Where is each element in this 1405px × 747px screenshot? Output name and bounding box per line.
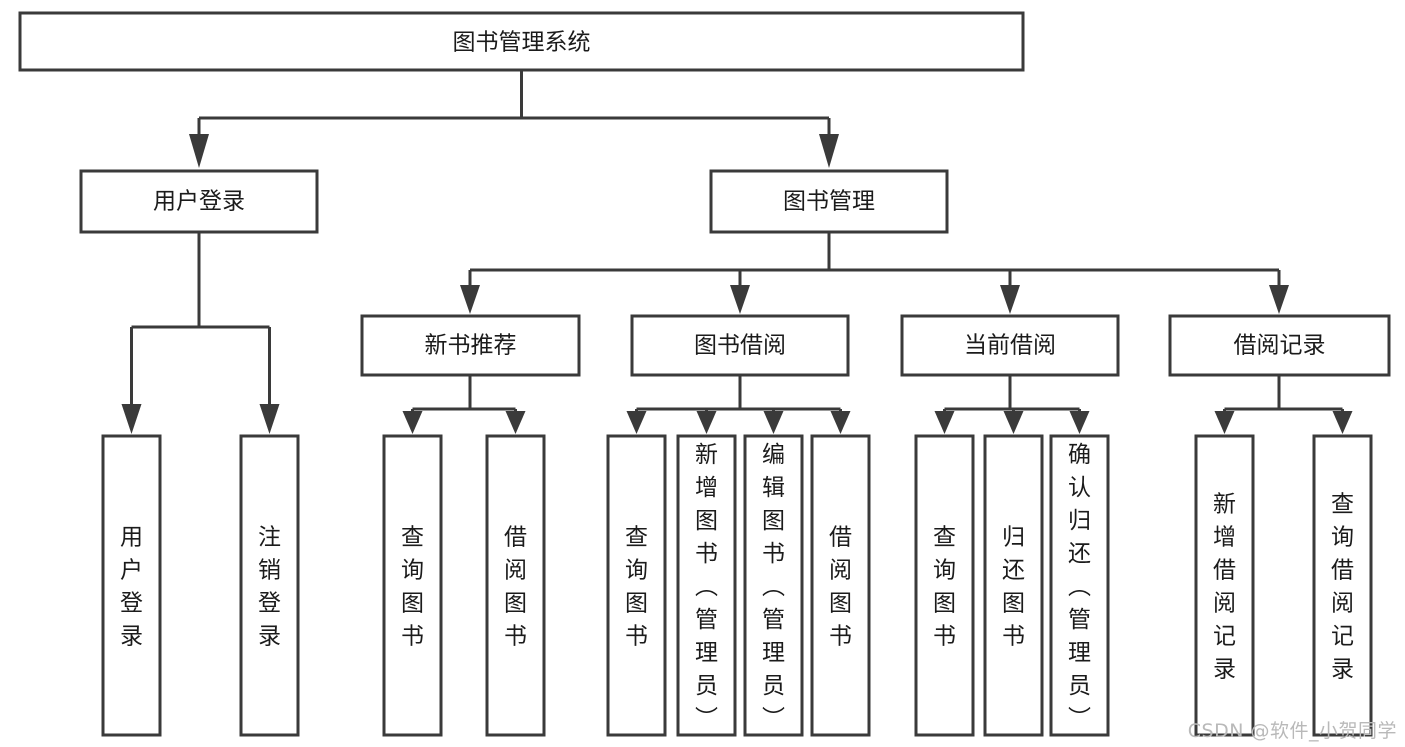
- arrow-head-leaf-query-book-cur: [934, 411, 955, 434]
- node-leaf-add-book-label: 新增图书︵管理员︶: [695, 442, 718, 732]
- arrow-head-user-login: [189, 134, 209, 168]
- arrow-head-book-manage: [819, 134, 839, 168]
- node-leaf-borrow-book-rec[interactable]: 借阅图书: [485, 434, 546, 737]
- node-leaf-user-login[interactable]: 用户登录: [101, 434, 162, 737]
- node-root-box[interactable]: [18, 11, 1025, 72]
- node-leaf-query-book-rec[interactable]: 查询图书: [382, 434, 443, 737]
- node-borrow-record[interactable]: 借阅记录: [1168, 314, 1391, 377]
- node-leaf-query-book-brw[interactable]: 查询图书: [606, 434, 667, 737]
- node-leaf-query-book-brw-label: 查询图书: [625, 525, 648, 650]
- node-leaf-borrow-book-brw[interactable]: 借阅图书: [810, 434, 871, 737]
- node-leaf-return-book[interactable]: 归还图书: [983, 434, 1044, 737]
- arrow-head-leaf-query-book-rec: [402, 411, 423, 434]
- arrow-head-current-borrow: [1000, 285, 1020, 314]
- node-leaf-query-book-brw-box[interactable]: [606, 434, 667, 737]
- node-leaf-borrow-book-brw-label: 借阅图书: [829, 525, 852, 650]
- node-leaf-edit-book-label: 编辑图书︵管理员︶: [762, 442, 785, 732]
- node-leaf-confirm-return-label: 确认归还︵管理员︶: [1068, 442, 1091, 732]
- node-new-book-rec-box[interactable]: [360, 314, 581, 377]
- node-leaf-borrow-book-rec-box[interactable]: [485, 434, 546, 737]
- node-leaf-add-book-box[interactable]: [676, 434, 737, 737]
- arrow-head-leaf-confirm-return: [1069, 411, 1090, 434]
- node-user-login[interactable]: 用户登录: [79, 169, 319, 234]
- node-leaf-logout[interactable]: 注销登录: [239, 434, 300, 737]
- node-leaf-borrow-book-brw-box[interactable]: [810, 434, 871, 737]
- node-user-login-box[interactable]: [79, 169, 319, 234]
- arrow-head-new-book-rec: [460, 285, 480, 314]
- arrow-head-leaf-borrow-book-brw: [830, 411, 851, 434]
- node-leaf-add-record-box[interactable]: [1194, 434, 1255, 737]
- node-leaf-confirm-return-box[interactable]: [1049, 434, 1110, 737]
- arrow-head-leaf-borrow-book-rec: [505, 411, 526, 434]
- node-root[interactable]: 图书管理系统: [18, 11, 1025, 72]
- arrow-head-leaf-return-book: [1003, 411, 1024, 434]
- node-root-label: 图书管理系统: [453, 30, 591, 56]
- node-book-manage[interactable]: 图书管理: [709, 169, 949, 234]
- arrow-head-leaf-query-record: [1332, 411, 1353, 434]
- node-new-book-rec[interactable]: 新书推荐: [360, 314, 581, 377]
- node-leaf-edit-book-box[interactable]: [743, 434, 804, 737]
- arrow-head-book-borrow: [730, 285, 750, 314]
- csdn-watermark: CSDN @软件_小贺同学: [1187, 720, 1397, 742]
- node-book-manage-label: 图书管理: [783, 189, 875, 215]
- arrow-head-leaf-edit-book: [763, 411, 784, 434]
- node-current-borrow[interactable]: 当前借阅: [900, 314, 1120, 377]
- node-leaf-query-book-cur-box[interactable]: [914, 434, 975, 737]
- node-leaf-query-record-box[interactable]: [1312, 434, 1373, 737]
- node-new-book-rec-label: 新书推荐: [425, 333, 517, 359]
- node-borrow-record-label: 借阅记录: [1234, 333, 1326, 359]
- node-borrow-record-box[interactable]: [1168, 314, 1391, 377]
- node-leaf-query-book-cur-label: 查询图书: [933, 525, 956, 650]
- node-leaf-query-book-cur[interactable]: 查询图书: [914, 434, 975, 737]
- node-leaf-logout-label: 注销登录: [258, 525, 281, 650]
- node-book-manage-box[interactable]: [709, 169, 949, 234]
- arrow-head-leaf-logout: [259, 404, 280, 434]
- node-leaf-query-record[interactable]: 查询借阅记录: [1312, 434, 1373, 737]
- node-book-borrow-label: 图书借阅: [694, 333, 786, 359]
- node-layer: 图书管理系统 用户登录 图书管理 新书推荐 图书借阅 当前: [18, 11, 1391, 737]
- node-leaf-add-record-label: 新增借阅记录: [1213, 492, 1236, 683]
- arrow-head-borrow-record: [1269, 285, 1289, 314]
- arrow-head-leaf-query-book-brw: [626, 411, 647, 434]
- node-leaf-query-book-rec-label: 查询图书: [401, 525, 424, 650]
- connector-layer: [121, 70, 1353, 434]
- node-current-borrow-label: 当前借阅: [964, 333, 1056, 359]
- node-book-borrow[interactable]: 图书借阅: [630, 314, 850, 377]
- node-leaf-query-book-rec-box[interactable]: [382, 434, 443, 737]
- node-leaf-user-login-label: 用户登录: [120, 525, 143, 650]
- arrow-head-leaf-add-book: [696, 411, 717, 434]
- node-leaf-user-login-box[interactable]: [101, 434, 162, 737]
- node-leaf-confirm-return[interactable]: 确认归还︵管理员︶: [1049, 434, 1110, 737]
- node-leaf-borrow-book-rec-label: 借阅图书: [504, 525, 527, 650]
- node-leaf-return-book-box[interactable]: [983, 434, 1044, 737]
- node-leaf-add-book[interactable]: 新增图书︵管理员︶: [676, 434, 737, 737]
- node-leaf-query-record-label: 查询借阅记录: [1331, 492, 1354, 683]
- node-current-borrow-box[interactable]: [900, 314, 1120, 377]
- node-leaf-edit-book[interactable]: 编辑图书︵管理员︶: [743, 434, 804, 737]
- node-leaf-return-book-label: 归还图书: [1002, 525, 1025, 650]
- node-user-login-label: 用户登录: [153, 189, 245, 215]
- node-leaf-add-record[interactable]: 新增借阅记录: [1194, 434, 1255, 737]
- node-book-borrow-box[interactable]: [630, 314, 850, 377]
- arrow-head-leaf-add-record: [1214, 411, 1235, 434]
- arrow-head-leaf-user-login: [121, 404, 142, 434]
- node-leaf-logout-box[interactable]: [239, 434, 300, 737]
